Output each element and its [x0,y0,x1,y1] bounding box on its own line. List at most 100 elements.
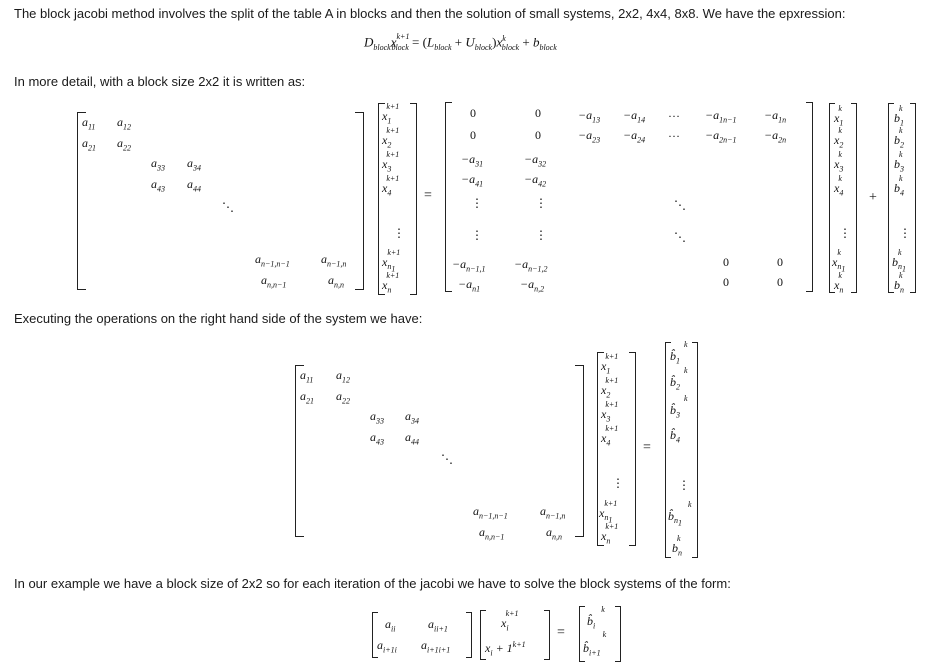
b-right-bracket [910,103,916,293]
plus-sign: + [869,190,877,205]
entry-a44: a44 [187,177,201,194]
eq4-bhati: b̂ik [587,605,605,631]
x1-old: x1k [834,104,844,128]
rhs-r1c2: 0 [535,106,541,120]
rhs-rnc1: −an1 [458,277,481,294]
rhs-r1c1: 0 [470,106,476,120]
detail-paragraph: In more detail, with a block size 2x2 it… [14,74,306,89]
xk-vdots: ⋮ [839,226,851,240]
rhs-r1-ellipsis: … [668,106,680,120]
b1: b1k [894,104,904,128]
rhs-rn1c1: −an−1,1 [452,257,486,274]
example-paragraph: In our example we have a block size of 2… [14,576,731,591]
rhs-matrix-left-bracket [445,102,452,292]
eq4-matrix-right-bracket [466,612,472,658]
bn-final: bnk [672,534,682,558]
xvec-vdots: ⋮ [393,226,405,240]
entry-a33: a33 [151,156,165,173]
rhs-r4c1: −a41 [461,172,484,189]
rhs-vdots-2b: ⋮ [535,228,547,242]
entry-an1n: an−1,n [321,252,347,269]
entry-ann1: an,n−1 [261,273,287,290]
rhs-ddots-1: ⋱ [674,198,687,212]
eq3-x2: x2k+1 [601,376,619,400]
eq4-equals-sign: = [557,625,565,640]
bhat-vdots: ⋮ [678,478,690,492]
bhat4: b̂4 [670,428,680,445]
entry-ann: an,n [328,273,344,290]
b4: b4k [894,174,904,198]
eq4-matrix-left-bracket [372,612,378,658]
eq4-bhati1: b̂i+1k [583,630,607,658]
b-left-bracket [888,103,894,293]
eq3-ann: an,n [546,525,562,542]
rhs-rn1c2: −an−1,2 [514,257,548,274]
rhs-rnc5: 0 [723,275,729,289]
rhs-r3c2: −a32 [524,152,547,169]
rhs-paragraph: Executing the operations on the right ha… [14,311,423,326]
xvec-left-bracket [378,103,385,295]
eq3-an1n1: an−1,n−1 [473,504,508,521]
entry-a11: a11 [82,115,96,132]
eq4-aii1: aii+1 [428,617,448,634]
rhs-r3c1: −a31 [461,152,484,169]
entry-a12: a12 [117,115,131,132]
eq3-matrix-right-bracket [575,365,584,537]
b3: b3k [894,150,904,174]
bhat3: b̂3k [670,394,688,420]
eq4-xi: xik+1 [501,609,519,633]
rhs-vdots-1a: ⋮ [471,196,483,210]
eq3-diag-dots: ⋱ [441,452,454,466]
eq3-bhat-right-bracket [692,342,698,558]
rhs-rn1c5: 0 [723,255,729,269]
eq4-bvec-right-bracket [615,606,621,662]
eq3-x4: x4k+1 [601,424,619,448]
eq3-a33: a33 [370,409,384,426]
xk-right-bracket [851,103,857,293]
rhs-ddots-2: ⋱ [674,230,687,244]
bhat1: b̂1k [670,340,688,366]
rhs-rn1c6: 0 [777,255,783,269]
x3-new: x3k+1 [382,150,400,174]
rhs-r4c2: −a42 [524,172,547,189]
bhatn1: b̂n1k [668,500,692,528]
xn-old: xnk [834,271,844,295]
rhs-r2c1: 0 [470,128,476,142]
rhs-rnc6: 0 [777,275,783,289]
eq3-an1n: an−1,n [540,504,566,521]
rhs-r1c3: −a13 [578,108,601,125]
xvec-right-bracket [410,103,417,295]
x3-old: x3k [834,150,844,174]
rhs-r1c5: −a1n−1 [705,108,737,125]
bn1: bn1k [892,248,906,274]
eq3-xvec-vdots: ⋮ [612,476,624,490]
rhs-r2c2: 0 [535,128,541,142]
eq4-xi1: xi + 1k+1 [485,640,526,658]
eq3-xn1: xn1k+1 [599,499,618,525]
xn1-old: xn1k [832,248,846,274]
eq3-ann1: an,n−1 [479,525,505,542]
eq3-x1: x1k+1 [601,352,619,376]
eq3-matrix-left-bracket [295,365,304,537]
x4-new: x4k+1 [382,174,400,198]
eq3-xvec-left-bracket [597,352,604,546]
rhs-r2c4: −a24 [623,128,646,145]
eq4-ai1i: ai+1i [377,638,397,655]
eq4-ai1i1: ai+1i+1 [421,638,451,655]
rhs-r2-ellipsis: … [668,126,680,140]
eq4-xvec-right-bracket [544,610,550,660]
eq3-bhat-left-bracket [665,342,671,558]
eq3-a21: a21 [300,389,314,406]
diag-dots: ⋱ [222,200,235,214]
x2-new: x2k+1 [382,126,400,150]
rhs-r1c6: −a1n [764,108,787,125]
eq3-x3: x3k+1 [601,400,619,424]
eq4-aii: aii [385,617,396,634]
bhat2: b̂2k [670,366,688,392]
rhs-r2c6: −a2n [764,128,787,145]
equation-block-jacobi: Dblockxk+1block = (Lblock + Ublock)xkblo… [364,32,557,52]
eq3-xn: xnk+1 [601,522,619,546]
eq3-a43: a43 [370,430,384,447]
xn-new: xnk+1 [382,271,400,295]
rhs-r2c3: −a23 [578,128,601,145]
